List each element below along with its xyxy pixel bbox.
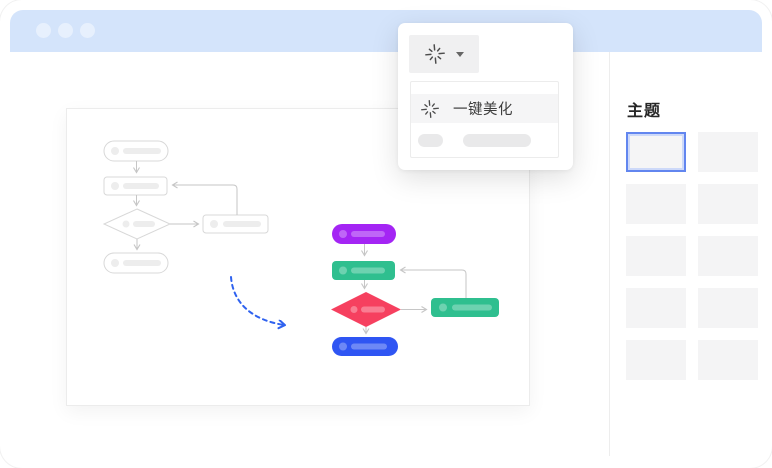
theme-thumbnail-3[interactable] bbox=[626, 184, 686, 224]
browser-header bbox=[10, 10, 762, 52]
themes-panel-title: 主题 bbox=[627, 103, 662, 120]
window-dot-icon bbox=[80, 23, 95, 38]
placeholder-pill-large bbox=[463, 134, 531, 147]
theme-thumbnail-10[interactable] bbox=[698, 340, 758, 380]
theme-thumbnail-5[interactable] bbox=[626, 236, 686, 276]
menu-item-beautify[interactable]: 一键美化 bbox=[411, 94, 558, 123]
window-dot-icon bbox=[58, 23, 73, 38]
theme-thumbnail-2[interactable] bbox=[698, 132, 758, 172]
window-controls bbox=[36, 23, 95, 38]
theme-thumbnail-9[interactable] bbox=[626, 340, 686, 380]
theme-thumbnail-1[interactable] bbox=[626, 132, 686, 172]
theme-thumbnail-7[interactable] bbox=[626, 288, 686, 328]
spark-burst-icon bbox=[421, 99, 439, 118]
placeholder-pill-small bbox=[418, 134, 443, 147]
theme-thumbnail-6[interactable] bbox=[698, 236, 758, 276]
chevron-down-icon bbox=[456, 51, 464, 57]
window-dot-icon bbox=[36, 23, 51, 38]
theme-grid bbox=[626, 132, 758, 380]
sidebar-divider bbox=[609, 52, 610, 456]
beautify-toolbar-button[interactable] bbox=[409, 35, 479, 73]
theme-thumbnail-8[interactable] bbox=[698, 288, 758, 328]
menu-item-placeholder[interactable] bbox=[411, 134, 558, 147]
beautify-menu: 一键美化 bbox=[410, 81, 559, 158]
beautify-dropdown-popup: 一键美化 bbox=[398, 23, 573, 170]
menu-item-label: 一键美化 bbox=[453, 102, 513, 118]
spark-burst-icon bbox=[425, 44, 445, 64]
theme-thumbnail-4[interactable] bbox=[698, 184, 758, 224]
